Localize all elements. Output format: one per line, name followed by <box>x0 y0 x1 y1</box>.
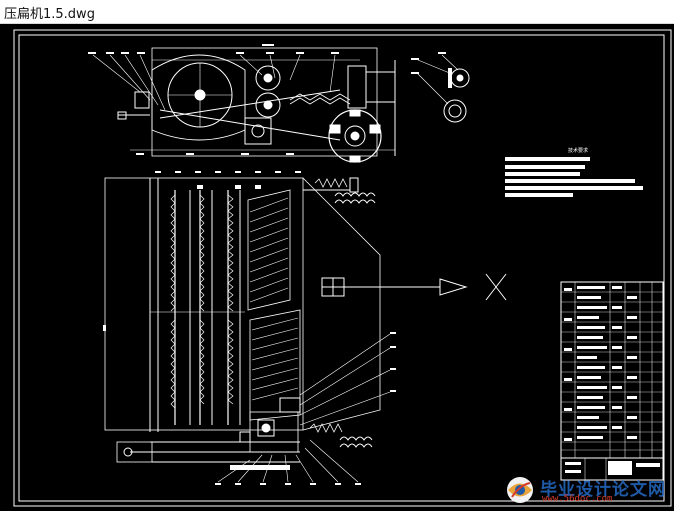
detail-view <box>411 52 470 123</box>
front-view-assembly <box>103 171 507 485</box>
technical-notes <box>505 157 643 197</box>
watermark-text: 毕业设计论文网 <box>540 480 666 500</box>
watermark-url: www.56doc.com <box>542 494 613 504</box>
sheet-outer-border <box>13 29 672 507</box>
window-title: 压扁机1.5.dwg <box>4 7 95 22</box>
site-watermark: 毕业设计论文网 www.56doc.com <box>504 473 666 507</box>
cad-drawing: 技术要求 <box>13 29 672 507</box>
title-block <box>560 281 664 481</box>
top-view-assembly <box>88 44 396 163</box>
notes-heading: 技术要求 <box>568 147 588 154</box>
cad-drawing-canvas[interactable]: 技术要求 <box>0 24 674 511</box>
window-titlebar: 压扁机1.5.dwg <box>0 0 674 24</box>
watermark-logo-icon <box>507 477 533 503</box>
sheet-inner-border <box>18 34 665 502</box>
